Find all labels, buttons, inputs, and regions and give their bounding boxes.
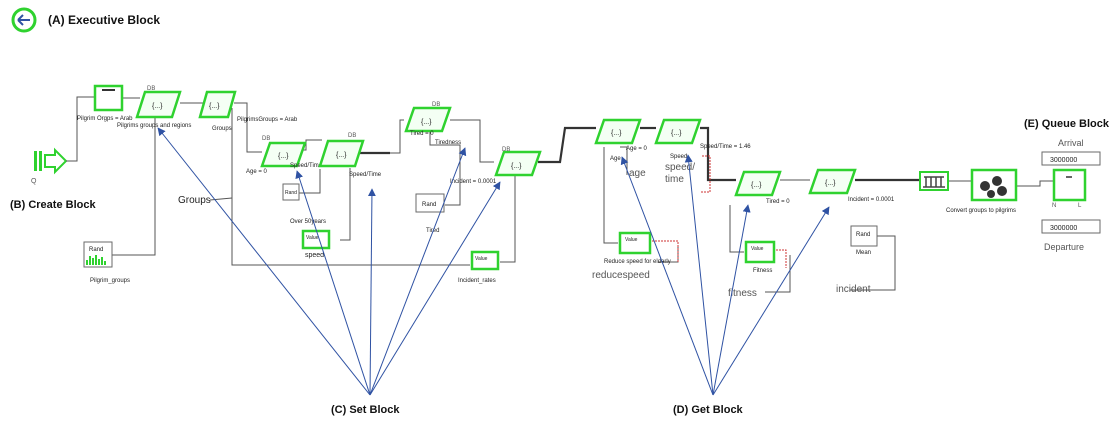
svg-text:Value: Value bbox=[625, 237, 638, 243]
pilgrims-groups-arab-label: PilgrimsGroups = Arab bbox=[237, 117, 298, 123]
incident-rates-label: Incident_rates bbox=[458, 278, 496, 284]
queue-block-label: (E) Queue Block bbox=[1024, 118, 1110, 130]
speed-time-label: Speed/Time bbox=[349, 172, 382, 178]
departure-label: Departure bbox=[1044, 242, 1084, 252]
speed-time-146-label: Speed/Time = 1.46 bbox=[290, 163, 341, 169]
rand-block-pilgrim-groups[interactable]: Rand bbox=[83, 241, 113, 268]
svg-text:{...}: {...} bbox=[825, 180, 836, 187]
create-q-label: Q bbox=[31, 178, 37, 185]
svg-text:{...}: {...} bbox=[278, 153, 289, 160]
db-label-3: DB bbox=[348, 133, 356, 139]
tiredness-label: Tiredness bbox=[435, 140, 461, 146]
get-block-arrows bbox=[620, 154, 830, 396]
departure-value: 3000000 bbox=[1050, 225, 1077, 232]
speed-out-1: speed/ bbox=[665, 162, 695, 173]
pilgrims-groups-regions-label: Pilgrims groups and regions bbox=[117, 123, 191, 129]
create-block-label: (B) Create Block bbox=[10, 199, 96, 211]
arrival-value: 3000000 bbox=[1050, 157, 1077, 164]
svg-text:{...}: {...} bbox=[421, 119, 432, 126]
speed-label: speed bbox=[305, 252, 324, 259]
incident-val-label: Incident = 0.0001 bbox=[450, 179, 497, 185]
db-label-4: DB bbox=[432, 102, 440, 108]
set-block-incident[interactable]: {...} bbox=[494, 150, 542, 177]
get-block-speed[interactable]: {...} bbox=[654, 118, 702, 145]
set-block-label: (C) Set Block bbox=[331, 404, 400, 416]
arrival-input[interactable] bbox=[1041, 151, 1101, 166]
set-block-speed[interactable]: {...} bbox=[318, 139, 365, 168]
svg-text:Value: Value bbox=[751, 246, 764, 252]
value-block-fitness[interactable]: Value bbox=[744, 240, 776, 264]
svg-text:{...}: {...} bbox=[611, 130, 622, 137]
speed-out-2: time bbox=[665, 174, 684, 185]
tired0-b-label: Tired = 0 bbox=[766, 199, 790, 205]
departure-input[interactable] bbox=[1041, 219, 1101, 234]
groups-block[interactable]: {...} bbox=[198, 90, 237, 119]
svg-text:{...}: {...} bbox=[511, 163, 522, 170]
svg-text:{...}: {...} bbox=[751, 182, 762, 189]
set-block-age[interactable]: {...} bbox=[260, 141, 307, 168]
reduce-label: Reduce speed for elderly bbox=[604, 259, 671, 265]
set-block-1[interactable]: {...} bbox=[135, 90, 182, 119]
convert-label: Convert groups to pilgrims bbox=[946, 208, 1016, 214]
speed-b-label: Speed bbox=[670, 154, 687, 160]
mean-label: Mean bbox=[856, 250, 871, 256]
arrival-label: Arrival bbox=[1058, 138, 1084, 148]
age0-b-label: Age = 0 bbox=[626, 146, 648, 152]
rand-block-over50[interactable]: Rand bbox=[282, 183, 300, 201]
svg-text:{...}: {...} bbox=[209, 103, 220, 110]
value-block-incident-rates[interactable]: Value bbox=[470, 250, 500, 271]
get-block-tired[interactable]: {...} bbox=[734, 170, 782, 197]
get-block-age[interactable]: {...} bbox=[594, 118, 642, 145]
db-label-2: DB bbox=[262, 136, 270, 142]
set-block-tiredness[interactable]: {...} bbox=[404, 106, 452, 133]
svg-text:Rand: Rand bbox=[856, 232, 870, 238]
incident-out-label: incident bbox=[836, 284, 871, 295]
get-block-incident[interactable]: {...} bbox=[808, 168, 857, 195]
convert-groups-block[interactable] bbox=[970, 168, 1018, 202]
executive-block-label: (A) Executive Block bbox=[48, 13, 160, 27]
svg-text:Rand: Rand bbox=[89, 247, 103, 253]
incident-val-b-label: Incident = 0.0001 bbox=[848, 197, 895, 203]
pilgrim-orgs-label: Pilgrim Orgps = Arab bbox=[77, 116, 133, 122]
age0-label: Age = 0 bbox=[246, 169, 268, 175]
tired0-label: Tired = 0 bbox=[410, 131, 434, 137]
svg-text:Rand: Rand bbox=[422, 202, 436, 208]
db-label-5: DB bbox=[502, 147, 510, 153]
svg-text:{...}: {...} bbox=[336, 152, 347, 159]
groups-block-label: Groups bbox=[212, 126, 232, 132]
svg-text:{...}: {...} bbox=[671, 130, 682, 137]
svg-text:Value: Value bbox=[475, 256, 488, 262]
svg-text:{...}: {...} bbox=[152, 103, 163, 110]
value-block-speed[interactable]: Value bbox=[301, 229, 331, 250]
get-block-label: (D) Get Block bbox=[673, 404, 744, 416]
groups-side-label: Groups bbox=[178, 195, 211, 206]
create-block-icon[interactable] bbox=[34, 147, 68, 175]
executive-block-icon[interactable] bbox=[11, 7, 37, 33]
value-block-reduce[interactable]: Value bbox=[618, 231, 652, 255]
fitness-label: Fitness bbox=[753, 268, 772, 274]
gate-block-icon[interactable] bbox=[919, 171, 949, 191]
speed-time-146-b-label: Speed/Time = 1.46 bbox=[700, 144, 751, 150]
db-label-1: DB bbox=[147, 86, 155, 92]
pilgrim-queue-block[interactable] bbox=[93, 84, 124, 112]
set-block-arrows bbox=[157, 127, 501, 396]
queue-l-label: L bbox=[1078, 203, 1082, 209]
age-label: Age bbox=[610, 156, 621, 162]
queue-n-label: N bbox=[1052, 203, 1056, 209]
queue-block[interactable] bbox=[1052, 168, 1087, 202]
rand-block-mean[interactable]: Rand bbox=[850, 225, 878, 247]
svg-text:Value: Value bbox=[306, 235, 319, 241]
reducespeed-label: reducespeed bbox=[592, 270, 650, 281]
age-out-label: age bbox=[629, 168, 646, 179]
pilgrim-groups-label: Pilgrim_groups bbox=[90, 278, 130, 284]
rand-block-tired[interactable]: Rand bbox=[415, 193, 445, 213]
over50-label: Over 50years bbox=[290, 219, 326, 225]
svg-text:Rand: Rand bbox=[285, 190, 297, 196]
fitness-out-label: fitness bbox=[728, 288, 757, 299]
